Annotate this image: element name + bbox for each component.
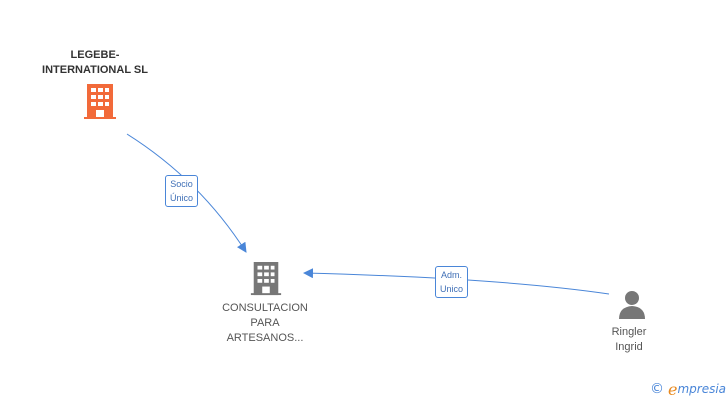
building-icon[interactable] <box>84 84 116 120</box>
brand-word: mpresia <box>677 382 727 396</box>
node-label-line: ARTESANOS... <box>226 332 304 344</box>
copyright-symbol: © <box>650 381 664 397</box>
node-label-line: Ingrid <box>615 341 643 353</box>
node-label-ringler[interactable]: Ringler Ingrid <box>589 325 669 355</box>
relation-label-socio-unico[interactable]: Socio Único <box>165 175 199 207</box>
relation-label-adm-unico[interactable]: Adm. Unico <box>435 266 469 298</box>
relation-line: Único <box>170 193 194 203</box>
node-label-legebe[interactable]: LEGEBE- INTERNATIONAL SL <box>20 48 170 78</box>
node-label-line: Ringler <box>611 326 647 338</box>
relation-line: Socio <box>170 179 193 189</box>
empresia-logo[interactable]: © e mpresia <box>650 379 727 399</box>
edge-adm-unico <box>303 268 610 295</box>
node-label-consultacion[interactable]: CONSULTACION PARA ARTESANOS... <box>205 301 325 346</box>
node-label-line: INTERNATIONAL SL <box>42 64 148 76</box>
relation-line: Adm. <box>441 270 463 280</box>
node-label-line: CONSULTACION <box>222 302 308 314</box>
relation-line: Unico <box>440 284 464 294</box>
building-icon[interactable] <box>250 262 282 296</box>
node-label-line: PARA <box>250 317 280 329</box>
brand-e: e <box>668 379 678 399</box>
person-icon[interactable] <box>617 290 647 320</box>
node-label-line: LEGEBE- <box>70 49 120 61</box>
